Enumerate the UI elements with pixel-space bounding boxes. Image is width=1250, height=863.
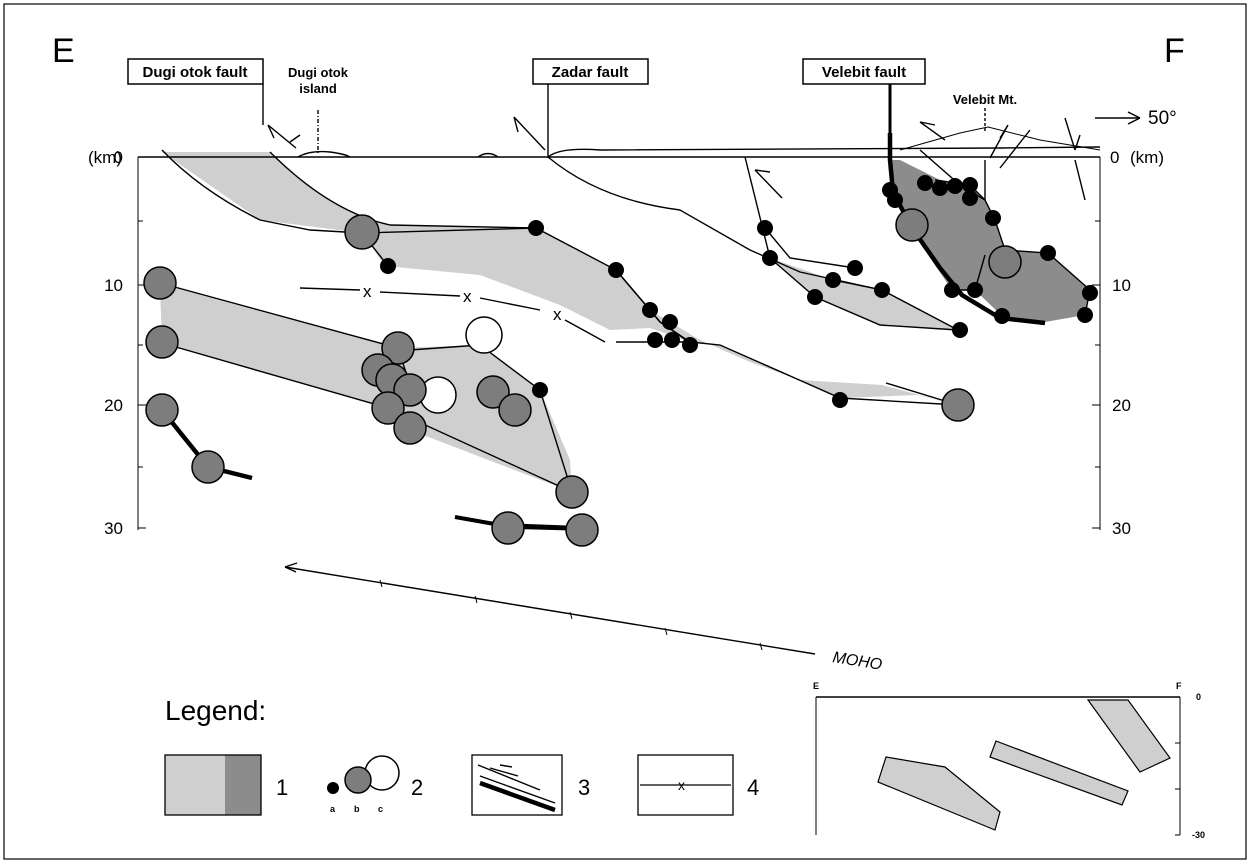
legend-sub-a: a	[330, 804, 336, 814]
moho-line: MOHO	[284, 562, 883, 674]
unit-label-left: (km)	[88, 148, 122, 167]
events-medium	[143, 208, 1022, 547]
label-velebit-mt: Velebit Mt.	[953, 92, 1017, 107]
legend-title: Legend:	[165, 695, 266, 726]
tick-right-30: 30	[1112, 519, 1131, 538]
inset-label-f: F	[1176, 681, 1182, 691]
slip-arrows	[262, 84, 1141, 199]
x-line-2	[379, 291, 606, 343]
topography	[297, 126, 1101, 158]
inset-depth-bottom: -30	[1192, 830, 1205, 840]
tick-left-20: 20	[104, 396, 123, 415]
label-dugi-otok-island-2: island	[299, 81, 337, 96]
legend-sub-c: c	[378, 804, 383, 814]
fault-trace-2	[269, 151, 537, 229]
inset-block-3	[1086, 699, 1171, 773]
zone-velebit-dark	[890, 160, 1090, 322]
inset-depth-top: 0	[1196, 692, 1201, 702]
inset-section: E F 0 -30	[813, 681, 1205, 840]
depth-axes: (km) 0 10 20 30 0 (km) 10 20 30	[88, 148, 1164, 538]
x-mark-2: x	[463, 287, 472, 306]
moho-label: MOHO	[831, 649, 883, 674]
x-mark-3: x	[553, 305, 562, 324]
fault-trace-4	[744, 156, 771, 259]
events-large-white	[419, 316, 503, 414]
fault-labels: Dugi otok fault Dugi otok island Zadar f…	[127, 58, 1177, 129]
events-small	[380, 175, 1098, 408]
label-zadar-fault: Zadar fault	[552, 64, 629, 81]
legend-label-3: 3	[578, 775, 590, 800]
legend: Legend: 1 a b c 2 3 x	[164, 695, 759, 816]
tick-right-0: 0	[1110, 148, 1119, 167]
legend-item-4: x 4	[637, 754, 759, 816]
x-line-1	[299, 287, 361, 291]
legend-sub-b: b	[354, 804, 360, 814]
tick-right-20: 20	[1112, 396, 1131, 415]
label-dugi-otok-fault: Dugi otok fault	[143, 64, 248, 81]
shaded-zones	[160, 152, 1090, 492]
inset-block-1	[877, 756, 1001, 831]
legend-label-4: 4	[747, 775, 759, 800]
legend-item-1: 1	[164, 754, 288, 816]
fault-trace-3	[547, 156, 883, 291]
x-mark-1: x	[363, 282, 372, 301]
inset-label-e: E	[813, 681, 819, 691]
tick-left-10: 10	[104, 276, 123, 295]
legend-label-1: 1	[276, 775, 288, 800]
velebit-fault-thick	[887, 133, 1046, 326]
fault-trace-1	[161, 149, 363, 234]
inset-block-2	[989, 740, 1129, 806]
zone-right-light	[770, 258, 958, 330]
tick-left-0: 0	[114, 148, 123, 167]
legend-item-3: 3	[471, 754, 590, 816]
tick-right-10: 10	[1112, 276, 1131, 295]
legend-item-2: a b c 2	[327, 755, 423, 814]
event-white-1	[465, 316, 503, 354]
tick-left-30: 30	[104, 519, 123, 538]
label-dugi-otok-island-1: Dugi otok	[288, 65, 349, 80]
label-dip-angle: 50°	[1148, 108, 1177, 129]
figure-frame	[3, 3, 1247, 860]
fault-trace-6	[1074, 159, 1086, 201]
zone-lower-light	[160, 283, 572, 492]
zone-upper-light	[162, 152, 958, 405]
unit-label-right: (km)	[1130, 148, 1164, 167]
label-velebit-fault: Velebit fault	[822, 64, 906, 81]
legend-label-2: 2	[411, 775, 423, 800]
corner-label-e: E	[52, 32, 75, 70]
x-markers: x x x	[363, 282, 562, 324]
legend-x-mark: x	[678, 777, 685, 793]
corner-label-f: F	[1164, 32, 1185, 70]
